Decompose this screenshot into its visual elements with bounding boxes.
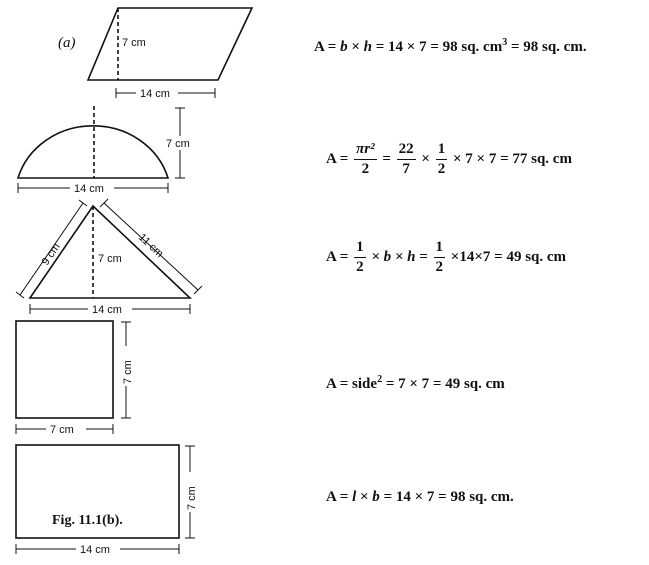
rectangle-area-equation: A = l × b = 14 × 7 = 98 sq. cm. — [326, 489, 514, 505]
square-side-label: 7 cm — [122, 360, 134, 384]
triangle-height-label: 7 cm — [98, 253, 122, 265]
rectangle-height-label: 7 cm — [186, 486, 198, 510]
parallelogram-height-label: 7 cm — [122, 37, 146, 49]
square-shape — [15, 320, 114, 419]
semicircle-height-label: 7 cm — [166, 138, 190, 150]
semicircle-base-label: 14 cm — [74, 183, 104, 195]
parallelogram-base-label: 14 cm — [140, 88, 170, 100]
semicircle-shape — [16, 124, 170, 179]
triangle-right-side-label: 11 cm — [136, 231, 165, 260]
triangle-left-dimension — [19, 202, 84, 296]
parallelogram-area-equation: A = b × h = 14 × 7 = 98 sq. cm3 = 98 sq.… — [314, 37, 587, 55]
rectangle-shape — [15, 444, 180, 539]
part-label: (a) — [58, 35, 76, 51]
square-area-equation: A = side2 = 7 × 7 = 49 sq. cm — [326, 374, 505, 392]
triangle-base-label: 14 cm — [92, 304, 122, 316]
triangle-shape — [28, 204, 193, 299]
parallelogram-shape — [86, 7, 254, 81]
square-base-label: 7 cm — [50, 424, 74, 436]
rectangle-base-label: 14 cm — [80, 544, 110, 556]
triangle-right-dimension — [103, 202, 199, 291]
figure-caption: Fig. 11.1(b). — [52, 513, 123, 528]
